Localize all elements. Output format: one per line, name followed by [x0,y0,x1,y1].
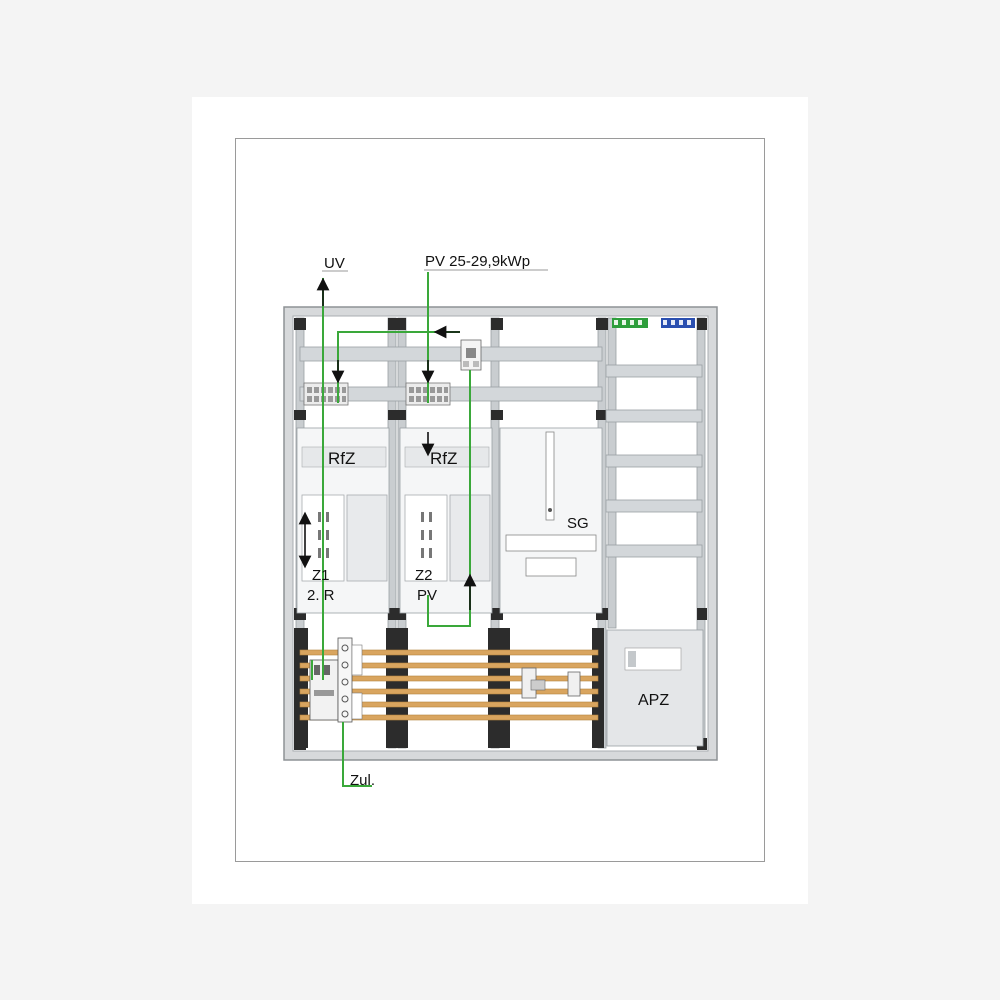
terminal-block-left [303,382,349,406]
label-z1-sub: 2. R [307,587,335,604]
label-z2-sub: PV [417,587,437,604]
label-sg: SG [567,515,589,532]
label-z1: Z1 [312,567,330,584]
busbars [299,649,599,721]
din-rails-right [605,364,703,558]
din-rails-top [299,346,603,402]
label-zul: Zul. [350,772,375,789]
label-z2: Z2 [415,567,433,584]
apz-panel [606,629,704,747]
label-apz: APZ [638,692,669,709]
label-rfz-1: RfZ [328,449,355,468]
terminal-strip-blue [661,318,695,328]
flow-arrows [298,277,477,610]
terminal-strip-green [612,318,648,328]
pv-breaker-device [460,339,482,371]
drawing-frame [235,138,765,862]
sg-panel [499,427,603,614]
busbar-adapters [521,667,581,699]
label-rfz-2: RfZ [430,449,457,468]
label-pv-feed: PV 25-29,9kWp [425,253,530,270]
label-uv: UV [324,255,345,272]
